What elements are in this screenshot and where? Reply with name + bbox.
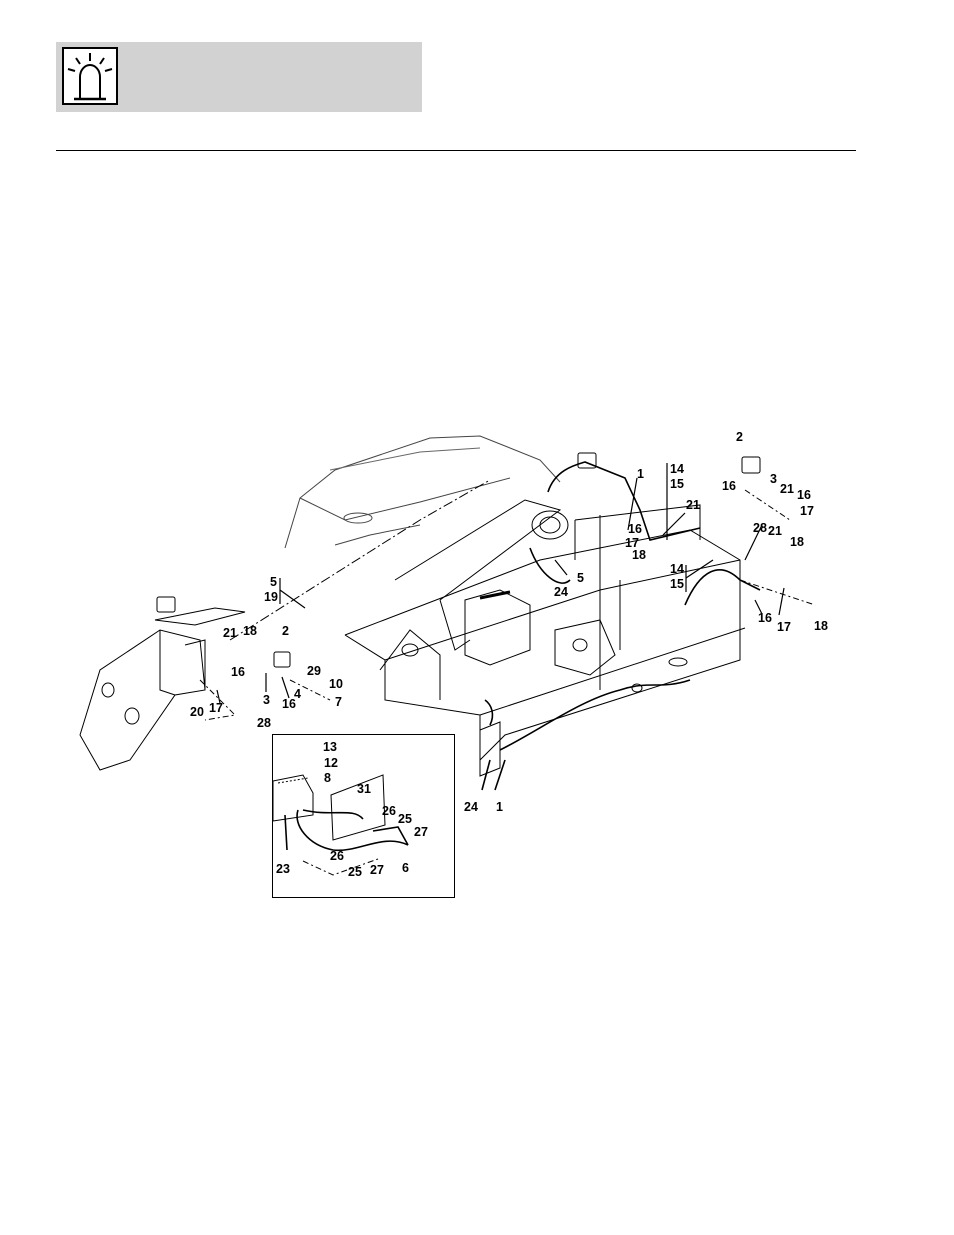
callout-number: 16 (231, 665, 245, 679)
callout-number: 16 (282, 697, 296, 711)
callout-number: 24 (464, 800, 478, 814)
callout-number: 20 (190, 705, 204, 719)
callout-number: 18 (790, 535, 804, 549)
callout-number: 2 (282, 624, 289, 638)
callout-number: 12 (324, 756, 338, 770)
callout-number: 8 (324, 771, 331, 785)
header-rule (56, 150, 856, 151)
callout-number: 16 (797, 488, 811, 502)
inset-detail-box (272, 734, 455, 898)
callout-number: 21 (768, 524, 782, 538)
callout-number: 4 (294, 687, 301, 701)
callout-number: 18 (632, 548, 646, 562)
callout-number: 27 (370, 863, 384, 877)
callout-number: 16 (758, 611, 772, 625)
callout-number: 2 (736, 430, 743, 444)
callout-number: 18 (243, 624, 257, 638)
callout-number: 21 (223, 626, 237, 640)
callout-number: 3 (263, 693, 270, 707)
callout-number: 17 (625, 536, 639, 550)
callout-number: 17 (209, 701, 223, 715)
beacon-light-icon (62, 47, 118, 105)
callout-number: 27 (414, 825, 428, 839)
callout-number: 19 (264, 590, 278, 604)
callout-number: 16 (722, 479, 736, 493)
callout-number: 1 (496, 800, 503, 814)
callout-number: 25 (398, 812, 412, 826)
callout-number: 18 (814, 619, 828, 633)
callout-number: 16 (628, 522, 642, 536)
callout-number: 29 (307, 664, 321, 678)
callout-number: 5 (577, 571, 584, 585)
callout-number: 21 (780, 482, 794, 496)
callout-number: 21 (686, 498, 700, 512)
callout-number: 5 (270, 575, 277, 589)
callout-number: 7 (335, 695, 342, 709)
callout-number: 17 (800, 504, 814, 518)
callout-number: 15 (670, 477, 684, 491)
callout-number: 26 (382, 804, 396, 818)
callout-number: 28 (257, 716, 271, 730)
callout-number: 3 (770, 472, 777, 486)
callout-number: 14 (670, 562, 684, 576)
callout-number: 1 (637, 467, 644, 481)
callout-number: 10 (329, 677, 343, 691)
callout-number: 23 (276, 862, 290, 876)
callout-number: 6 (402, 861, 409, 875)
callout-number: 14 (670, 462, 684, 476)
callout-number: 15 (670, 577, 684, 591)
callout-number: 31 (357, 782, 371, 796)
callout-number: 26 (330, 849, 344, 863)
callout-number: 13 (323, 740, 337, 754)
callout-number: 17 (777, 620, 791, 634)
callout-number: 24 (554, 585, 568, 599)
callout-number: 28 (753, 521, 767, 535)
